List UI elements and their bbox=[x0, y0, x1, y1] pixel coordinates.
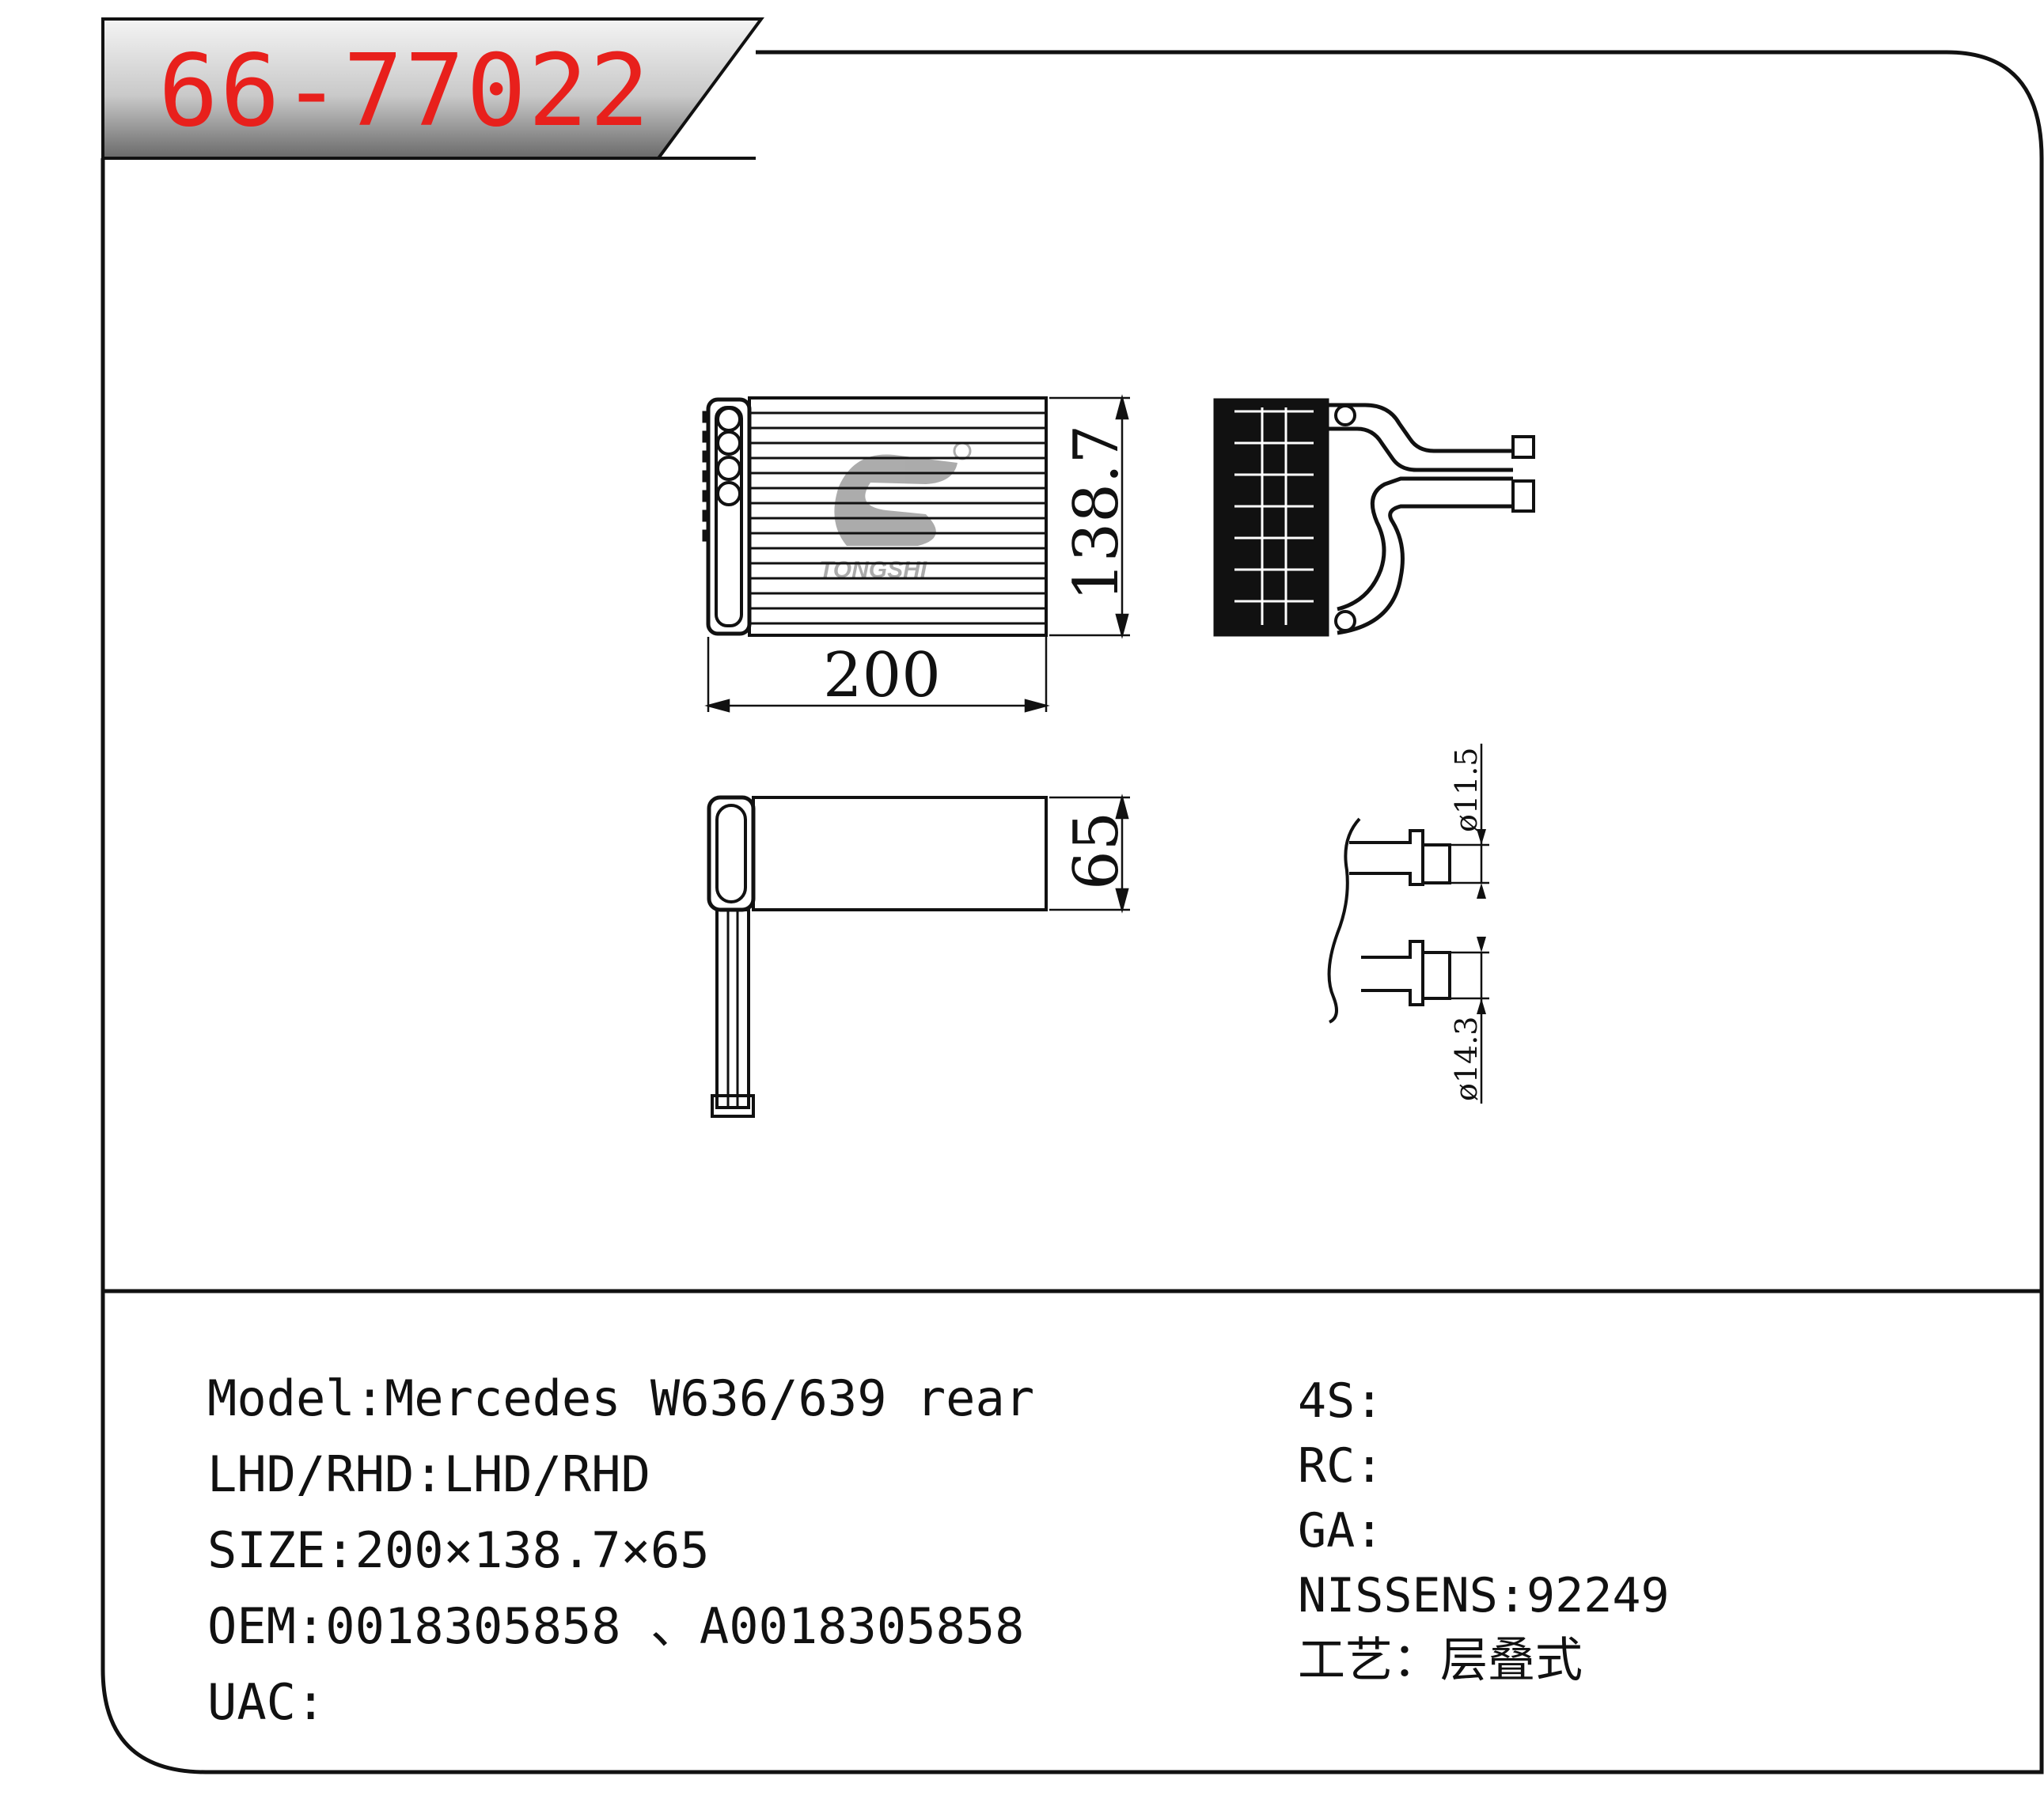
side-view bbox=[1213, 398, 1535, 637]
width-label: 200 bbox=[823, 640, 941, 711]
depth-label: 65 bbox=[1061, 812, 1132, 890]
process-line: 工艺：层叠式 bbox=[1298, 1633, 1583, 1688]
depth-dimension bbox=[1049, 793, 1130, 914]
4s-line: 4S: bbox=[1298, 1373, 1384, 1429]
ga-line: GA: bbox=[1298, 1503, 1384, 1559]
size-line: SIZE:200×138.7×65 bbox=[207, 1521, 710, 1579]
oem-line: OEM:0018305858 、A0018305858 bbox=[207, 1597, 1025, 1655]
height-label: 138.7 bbox=[1061, 425, 1132, 601]
pipe-small-label: ø11.5 bbox=[1449, 748, 1484, 833]
width-dimension bbox=[704, 637, 1050, 713]
part-number: 66-77022 bbox=[158, 32, 651, 149]
watermark-text: TONGSHI bbox=[819, 557, 927, 583]
outer-border bbox=[100, 50, 2044, 1774]
front-view bbox=[702, 396, 1048, 637]
rc-line: RC: bbox=[1298, 1438, 1384, 1494]
spec-list: Model:Mercedes W636/639 rear LHD/RHD:LHD… bbox=[207, 1361, 1034, 1740]
top-view bbox=[707, 795, 1048, 1118]
model-line: Model:Mercedes W636/639 rear bbox=[207, 1369, 1035, 1427]
uac-line: UAC: bbox=[207, 1673, 326, 1731]
pipe-large-label: ø14.3 bbox=[1449, 1017, 1484, 1102]
nissens-line: NISSENS:92249 bbox=[1298, 1568, 1670, 1623]
cross-reference-list: 4S: RC: GA: NISSENS:92249 工艺：层叠式 bbox=[1298, 1369, 1670, 1693]
watermark-logo: TONGSHI bbox=[819, 441, 972, 583]
lhd-rhd-line: LHD/RHD:LHD/RHD bbox=[207, 1445, 650, 1503]
pipe-detail bbox=[1327, 744, 1489, 1104]
height-dimension bbox=[1049, 394, 1130, 639]
